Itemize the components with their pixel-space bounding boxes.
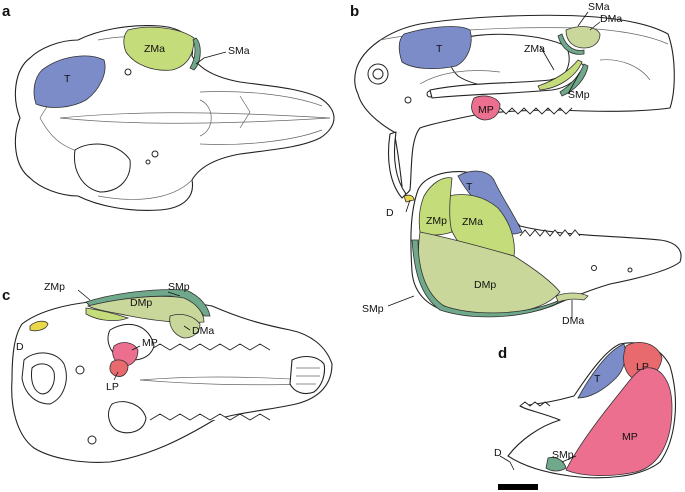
label-c-smp: SMp <box>168 281 190 293</box>
panel-b-lower-dma <box>555 292 589 303</box>
scale-bar <box>498 484 538 490</box>
panel-c-lp <box>109 359 129 377</box>
label-b-smp2: SMp <box>362 303 384 315</box>
label-d-d: D <box>494 447 502 459</box>
label-d-lp: LP <box>636 361 649 373</box>
label-a-sma: SMa <box>228 45 250 57</box>
panel-b-lower-teeth <box>519 229 581 237</box>
label-b-dma: DMa <box>600 13 622 25</box>
panel-b-upper-teeth <box>499 107 573 115</box>
label-b-zma: ZMa <box>524 43 545 55</box>
label-b-mp: MP <box>478 104 494 116</box>
leader-lines <box>77 11 601 471</box>
panel-c-digastric <box>29 320 49 332</box>
label-b-d: D <box>386 207 394 219</box>
panel-b-temporalis <box>398 26 472 70</box>
panel-d-smp <box>545 457 567 472</box>
panel-b-dma <box>565 26 601 49</box>
label-d-t: T <box>594 373 601 385</box>
panel-b-smp <box>559 63 589 97</box>
panel-b-skull <box>354 14 675 199</box>
panel-b-lower-zmp <box>418 177 453 236</box>
panel-a-sma <box>189 37 201 71</box>
panel-a-skull <box>14 25 335 211</box>
label-d-smp: SMp <box>552 449 574 461</box>
panel-d-mandible <box>507 342 677 479</box>
label-b-zmp: ZMp <box>426 215 447 227</box>
label-b-t2: T <box>466 181 473 193</box>
label-b-smp: SMp <box>568 89 590 101</box>
panel-b-mp <box>471 95 501 121</box>
panel-a-zma <box>123 26 195 71</box>
label-c-dmp: DMp <box>130 297 152 309</box>
label-a-t: T <box>64 73 71 85</box>
label-c-mp: MP <box>142 337 158 349</box>
label-b-zma2: ZMa <box>462 216 483 228</box>
label-b-t: T <box>436 43 443 55</box>
panel-letter-c: c <box>2 287 10 304</box>
label-c-d: D <box>16 341 24 353</box>
label-b-sma: SMa <box>588 1 610 13</box>
label-a-zma: ZMa <box>144 43 165 55</box>
label-b-dma2: DMa <box>562 315 584 327</box>
label-c-zmp: ZMp <box>44 281 65 293</box>
panel-letter-b: b <box>350 3 359 20</box>
panel-c-zmp <box>85 307 130 322</box>
panel-letter-d: d <box>498 345 507 362</box>
panel-b-sma <box>557 33 585 55</box>
panel-b-mandible <box>403 170 682 318</box>
label-c-lp: LP <box>106 381 119 393</box>
panel-d-mp <box>565 367 673 477</box>
label-d-mp: MP <box>622 431 638 443</box>
panel-b-digastric <box>403 194 415 203</box>
panel-b-incisor <box>387 131 407 199</box>
panel-letter-a: a <box>2 3 11 20</box>
panel-a-temporalis <box>33 55 106 108</box>
panel-c-skull <box>11 289 333 463</box>
label-c-dma: DMa <box>192 325 214 337</box>
panel-c-upper-teeth <box>149 343 271 421</box>
panel-b-zma <box>537 59 583 91</box>
label-b-dmp: DMp <box>474 279 496 291</box>
